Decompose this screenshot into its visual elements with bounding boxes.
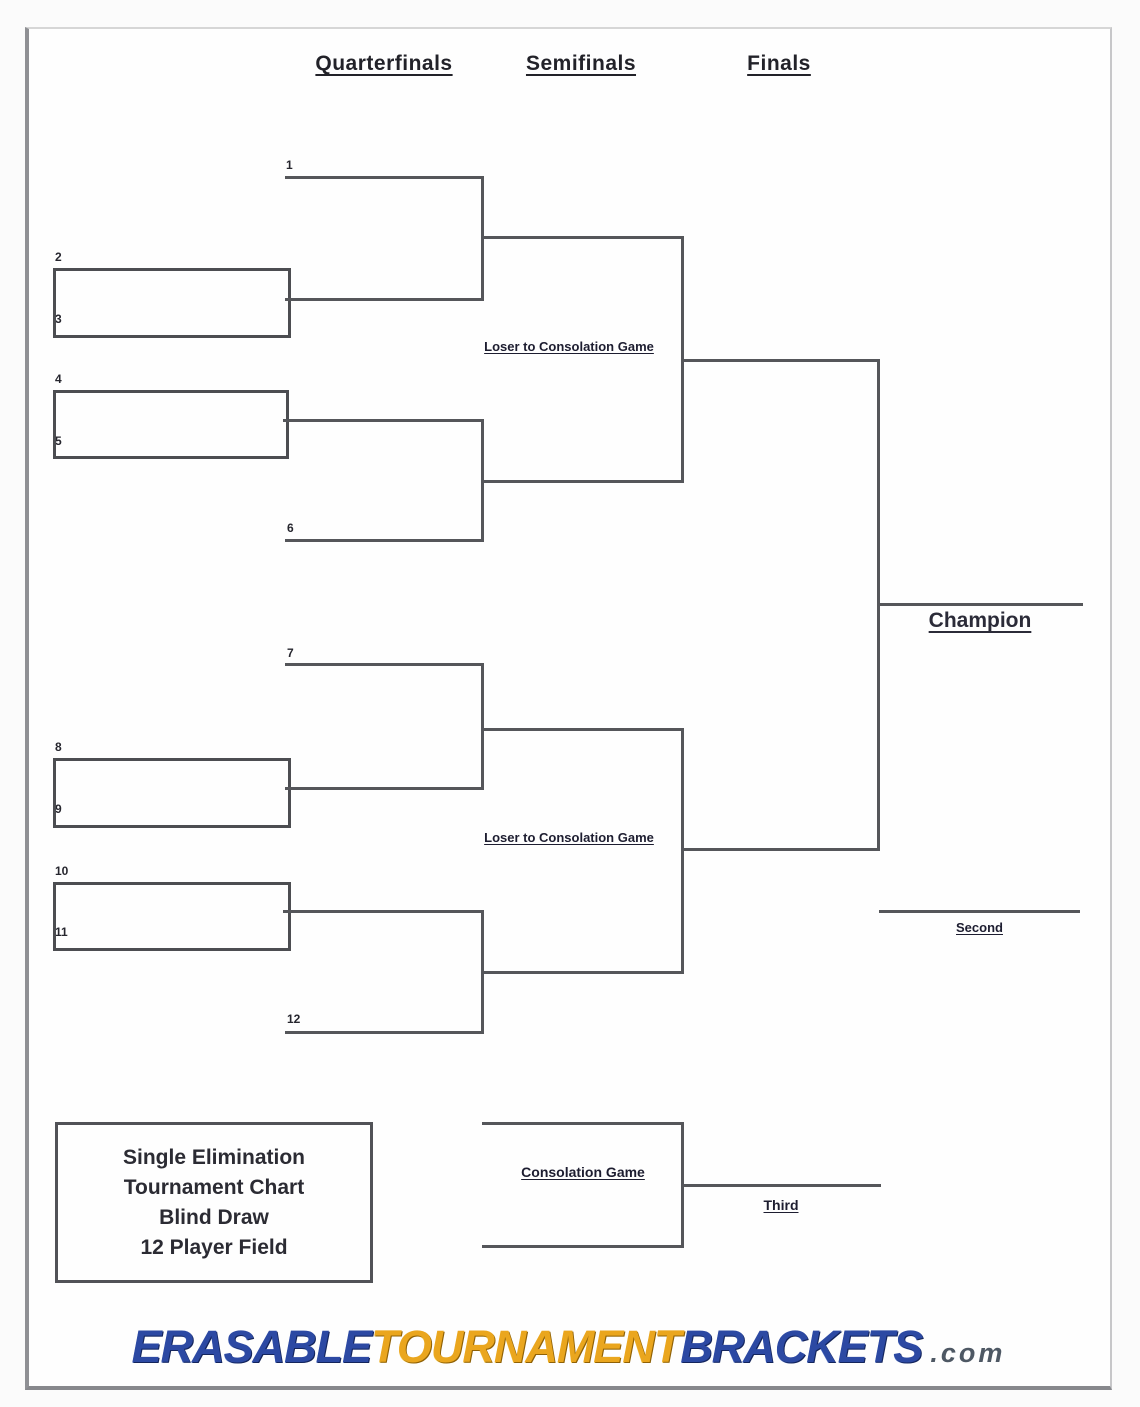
seed-4-label: 4: [55, 372, 62, 386]
seed-11-label: 11: [55, 925, 68, 939]
second-place-label: Second: [956, 920, 1003, 935]
pair-2-3-winner-line: [285, 298, 483, 301]
consolation-bottom-line: [482, 1245, 684, 1248]
seed-10-label: 10: [55, 864, 69, 878]
pair-8-9-winner-line: [285, 787, 483, 790]
seed-1-line: [285, 176, 484, 179]
semifinal-1-winner-line: [681, 359, 880, 362]
logo-word-erasable: ERASABLE: [131, 1321, 373, 1372]
round-header-quarterfinals: Quarterfinals: [315, 52, 453, 75]
round-header-finals: Finals: [747, 52, 811, 75]
loser-note-top: Loser to Consolation Game: [484, 339, 654, 354]
pair-4-5-winner-line: [283, 419, 483, 422]
logo-word-brackets: BRACKETS: [680, 1321, 923, 1372]
quarterfinal-1-winner-line: [481, 236, 684, 239]
footer-logo: ERASABLE TOURNAMENT BRACKETS .com: [25, 1322, 1112, 1376]
loser-note-bottom: Loser to Consolation Game: [484, 830, 654, 845]
quarterfinal-3-winner-line: [481, 728, 684, 731]
round-header-semifinals: Semifinals: [525, 52, 637, 75]
seed-6-line: [285, 539, 483, 542]
paper-page: [25, 27, 1112, 1390]
seed-2-label: 2: [55, 250, 62, 264]
champion-label: Champion: [928, 609, 1032, 632]
info-line-1: Single Elimination: [122, 1146, 306, 1169]
info-line-4: 12 Player Field: [140, 1236, 288, 1259]
logo-word-tournament: TOURNAMENT: [371, 1321, 681, 1372]
quarterfinal-2-winner-line: [481, 480, 684, 483]
seed-7-label: 7: [287, 646, 294, 660]
pair-box-8-9: [53, 758, 291, 828]
third-place-line: [681, 1184, 881, 1187]
semifinal-2-bracket: [681, 728, 684, 974]
info-line-3: Blind Draw: [159, 1206, 269, 1229]
seed-5-label: 5: [55, 434, 62, 448]
pair-box-2-3: [53, 268, 291, 338]
logo-domain-suffix: .com: [930, 1338, 1006, 1368]
seed-3-label: 3: [55, 312, 62, 326]
pair-10-11-winner-line: [283, 910, 483, 913]
second-place-line: [879, 910, 1080, 913]
quarterfinal-4-winner-line: [481, 971, 684, 974]
seed-12-line: [285, 1031, 483, 1034]
seed-12-label: 12: [287, 1012, 301, 1026]
seed-8-label: 8: [55, 740, 62, 754]
champion-line: [877, 603, 1083, 606]
consolation-game-label: Consolation Game: [521, 1164, 645, 1180]
quarterfinal-3-bracket: [481, 663, 484, 790]
third-place-label: Third: [763, 1197, 799, 1213]
semifinal-2-winner-line: [681, 848, 880, 851]
pair-box-4-5: [53, 390, 289, 459]
seed-9-label: 9: [55, 802, 62, 816]
info-box: Single Elimination Tournament Chart Blin…: [55, 1122, 373, 1283]
pair-box-10-11: [53, 882, 291, 951]
seed-7-line: [285, 663, 483, 666]
consolation-top-line: [482, 1122, 684, 1125]
seed-6-label: 6: [287, 521, 294, 535]
seed-1-label: 1: [286, 158, 293, 172]
info-line-2: Tournament Chart: [123, 1176, 305, 1199]
